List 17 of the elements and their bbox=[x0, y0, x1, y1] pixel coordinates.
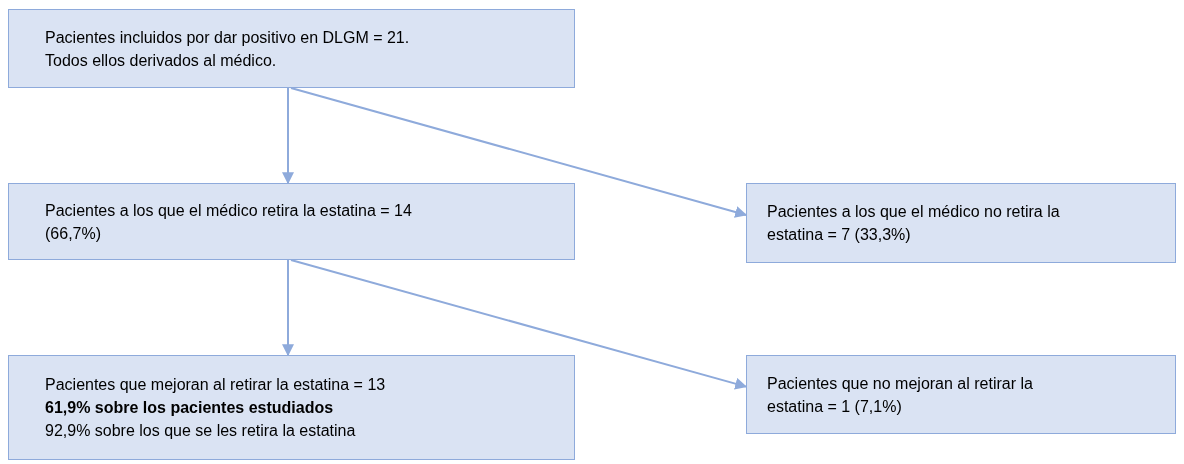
arrow bbox=[290, 87, 748, 218]
box-text: 61,9% sobre los pacientes estudiados bbox=[45, 398, 335, 418]
box-text: Todos ellos derivados al médico. bbox=[45, 50, 278, 71]
box-text: 92,9% sobre los que se les retira la estatina bbox=[45, 421, 357, 441]
box-text: Pacientes incluidos por dar positivo en DLGM = 21. bbox=[45, 27, 411, 48]
box-text: Pacientes que mejoran al retirar la estatina = 13 bbox=[45, 375, 387, 395]
process-box bbox=[746, 183, 1176, 263]
process-box bbox=[8, 355, 575, 460]
process-box bbox=[746, 355, 1176, 434]
box-text: Pacientes a los que el médico no retira la estatina = 7 (33,3%) bbox=[767, 202, 1061, 245]
process-box bbox=[8, 9, 575, 88]
arrow bbox=[282, 87, 294, 185]
box-text: Pacientes que no mejoran al retirar la estatina = 1 (7,1%) bbox=[767, 373, 1034, 417]
arrow bbox=[290, 259, 748, 390]
box-text: Pacientes a los que el médico retira la estatina = 14 (66,7%) bbox=[45, 200, 413, 244]
process-box bbox=[8, 183, 575, 260]
arrow bbox=[282, 259, 294, 357]
